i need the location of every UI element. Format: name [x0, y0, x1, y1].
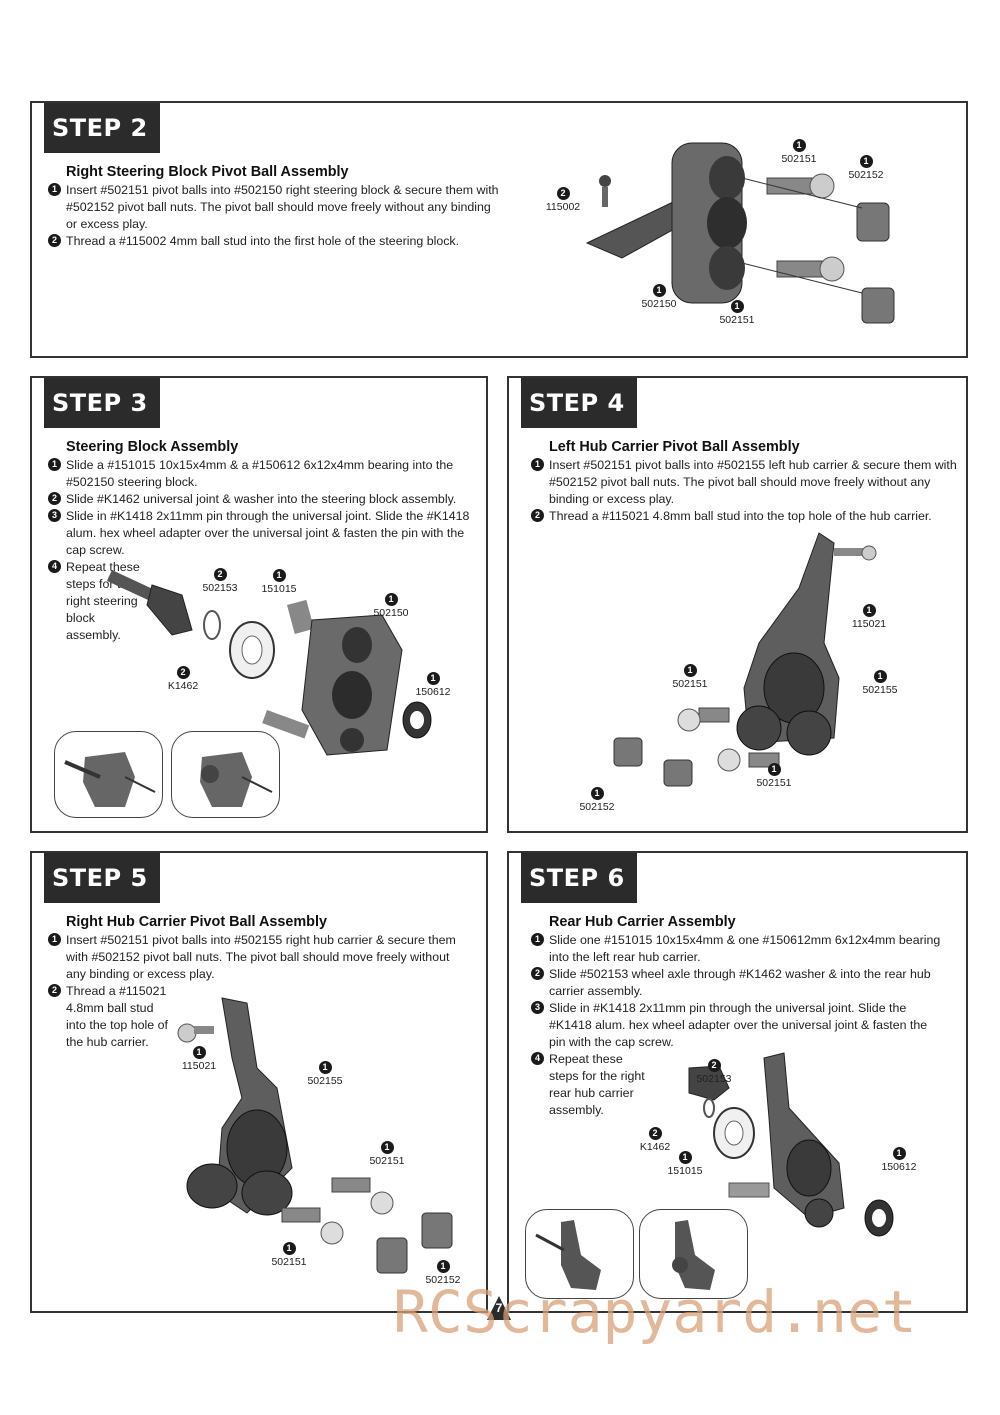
step-6-label: STEP 6: [521, 853, 637, 903]
step-3-label: STEP 3: [44, 378, 160, 428]
steering-block-part: [262, 599, 403, 756]
step-3-detail-inset-1: [54, 731, 163, 818]
step-6-detail-inset-2: [639, 1209, 748, 1299]
step-number-marker: 1: [48, 183, 61, 196]
pivot-nut-lower: [376, 1237, 408, 1274]
pivot-ball-upper: [331, 1177, 394, 1215]
pivot-nut-lower: [663, 759, 693, 787]
hub-carrier-part: [728, 1052, 845, 1228]
ball-stud-part: [599, 175, 611, 207]
step-2-instructions: Right Steering Block Pivot Ball Assembly…: [48, 164, 503, 250]
step-5-label: STEP 5: [44, 853, 160, 903]
step-4-hub-carrier-illustration: [613, 532, 877, 787]
bearing-151015: [229, 621, 275, 679]
step-3-steering-assembly-illustration: [106, 570, 432, 756]
step-6-title: Rear Hub Carrier Assembly: [549, 914, 736, 930]
step-6-detail-inset-1: [525, 1209, 634, 1299]
step-6-rear-hub-illustration: [688, 1052, 894, 1237]
step-5-title: Right Hub Carrier Pivot Ball Assembly: [66, 914, 327, 930]
bearing-151015: [713, 1107, 755, 1159]
pivot-nut-lower: [861, 287, 895, 324]
step-4-label: STEP 4: [521, 378, 637, 428]
step-4-title: Left Hub Carrier Pivot Ball Assembly: [549, 439, 800, 455]
step-5-hub-carrier-illustration: [177, 997, 453, 1274]
washer-part: [203, 610, 221, 640]
step-5-panel: STEP 5 Right Hub Carrier Pivot Ball Asse…: [30, 851, 488, 1313]
step-3-detail-inset-2: [171, 731, 280, 818]
universal-joint-part: [106, 570, 193, 636]
step-2-label: STEP 2: [44, 103, 160, 153]
watermark: RCScrapyard.net: [393, 1278, 917, 1346]
hub-carrier-part: [736, 532, 840, 756]
ball-stud-part: [177, 1023, 214, 1043]
pivot-nut-upper: [421, 1212, 453, 1249]
hub-carrier-part: [186, 997, 293, 1216]
step-number-marker: 2: [48, 234, 61, 247]
step-3-title: Steering Block Assembly: [66, 439, 239, 455]
step-2-steering-block-illustration: [585, 142, 895, 324]
step-4-panel: STEP 4 Left Hub Carrier Pivot Ball Assem…: [507, 376, 968, 833]
bearing-150612: [402, 701, 432, 739]
step-2-title: Right Steering Block Pivot Ball Assembly: [66, 164, 349, 180]
pivot-ball-lower: [281, 1207, 344, 1245]
pivot-nut-upper: [856, 202, 890, 242]
pivot-nut-upper: [613, 737, 643, 767]
pivot-ball-upper: [677, 707, 730, 732]
steering-block-part: [671, 142, 747, 304]
pivot-ball-lower: [776, 256, 845, 282]
bearing-150612: [864, 1199, 894, 1237]
ball-stud-part: [834, 545, 877, 561]
pivot-ball-upper: [766, 173, 835, 199]
step-2-panel: STEP 2 Right Steering Block Pivot Ball A…: [30, 101, 968, 358]
washer-part: [703, 1098, 715, 1118]
